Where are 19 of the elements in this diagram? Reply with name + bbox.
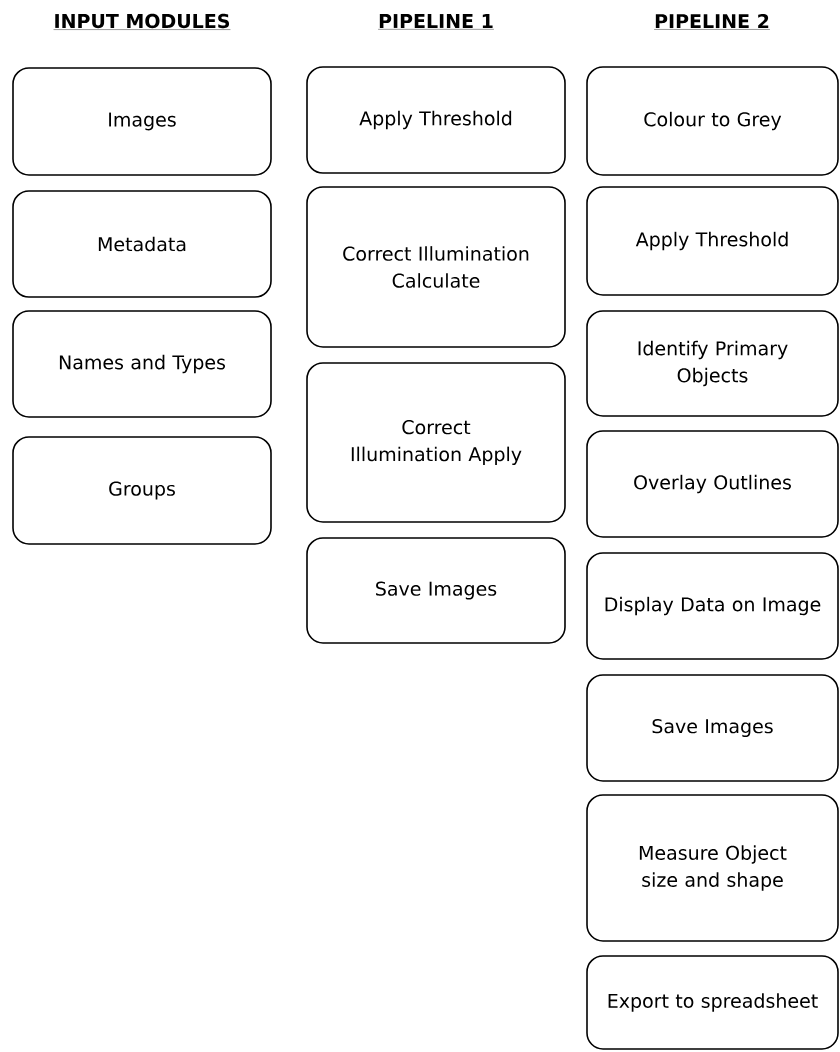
module-box: Display Data on Image (586, 552, 839, 660)
module-box: Apply Threshold (586, 186, 839, 296)
module-box: Correct Illumination Calculate (306, 186, 566, 348)
column-heading: PIPELINE 2 (653, 13, 771, 30)
module-box: Save Images (306, 537, 566, 644)
module-box: Correct Illumination Apply (306, 362, 566, 523)
module-box: Metadata (12, 190, 272, 298)
column-heading: INPUT MODULES (53, 13, 231, 30)
module-box: Images (12, 67, 272, 176)
module-box: Save Images (586, 674, 839, 782)
module-box: Apply Threshold (306, 66, 566, 174)
module-box: Identify Primary Objects (586, 310, 839, 417)
column-heading: PIPELINE 1 (377, 14, 495, 30)
module-box: Export to spreadsheet (586, 955, 839, 1050)
module-box: Colour to Grey (586, 66, 839, 176)
module-box: Groups (12, 436, 272, 545)
module-box: Measure Object size and shape (586, 794, 839, 942)
module-box: Names and Types (12, 310, 272, 418)
module-box: Overlay Outlines (586, 430, 839, 538)
